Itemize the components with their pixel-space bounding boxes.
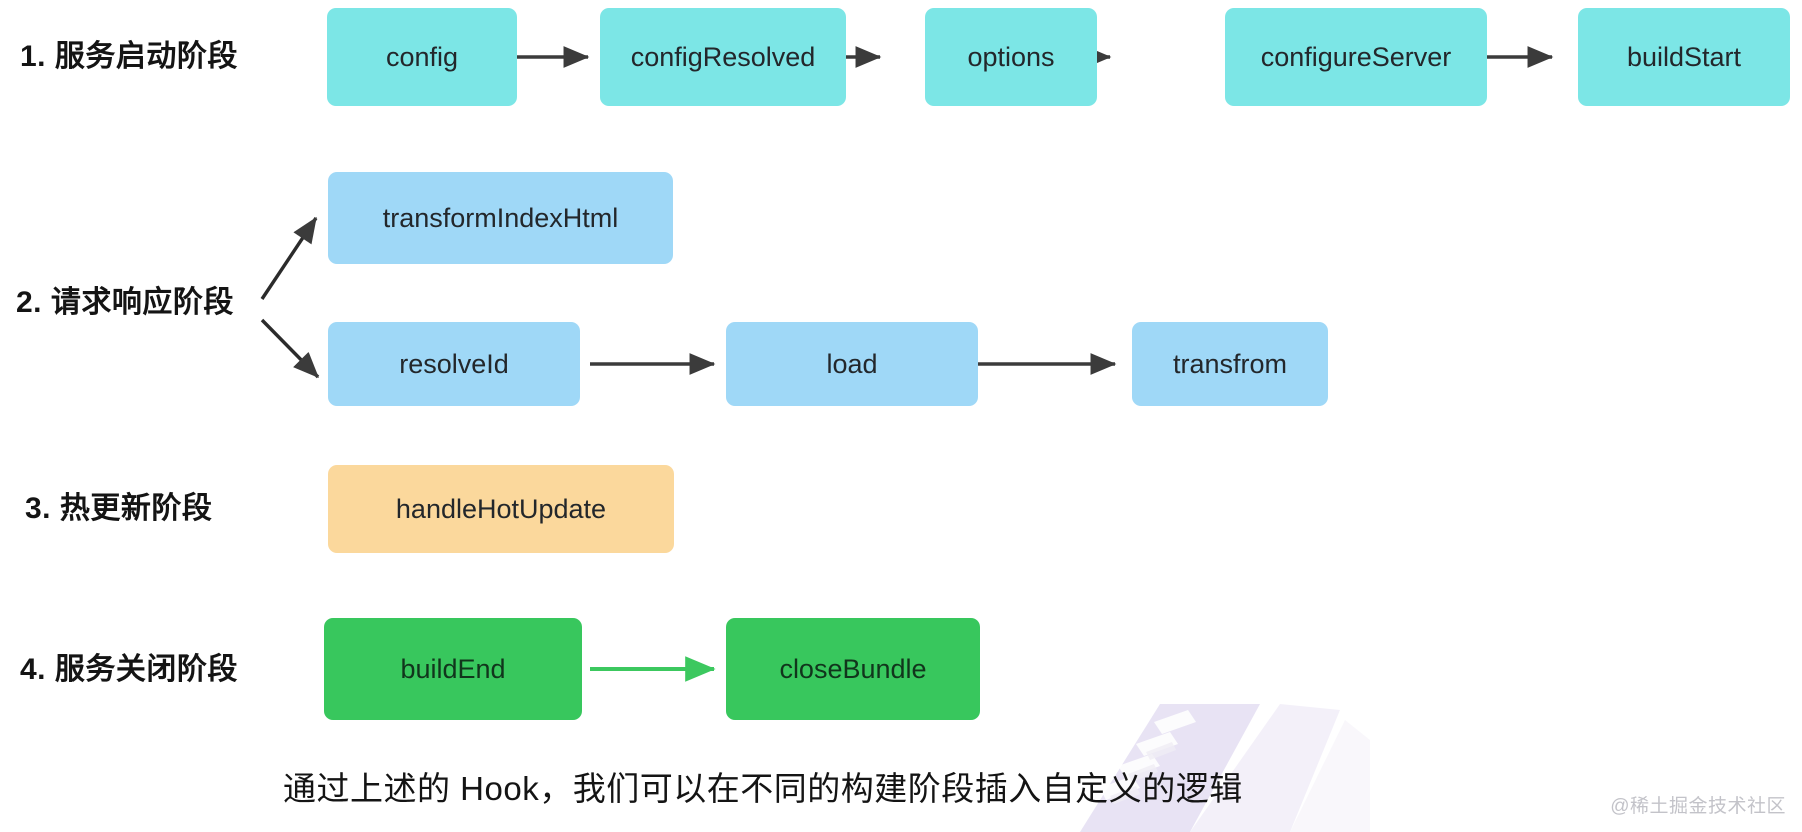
hook-box-configureserver[interactable]: configureServer [1225, 8, 1487, 106]
background-watermark-graphic [1040, 700, 1370, 832]
arrow-branch-to-resolveid [260, 318, 320, 379]
hook-box-transfrom[interactable]: transfrom [1132, 322, 1328, 406]
diagram-caption: 通过上述的 Hook，我们可以在不同的构建阶段插入自定义的逻辑 [283, 770, 1243, 807]
stage-label-3: 3. 热更新阶段 [25, 492, 213, 525]
stage-label-4: 4. 服务关闭阶段 [20, 653, 238, 686]
hook-box-closebundle[interactable]: closeBundle [726, 618, 980, 720]
hook-box-load[interactable]: load [726, 322, 978, 406]
hook-box-buildstart[interactable]: buildStart [1578, 8, 1790, 106]
arrow-branch-to-transformindexhtml [260, 216, 318, 300]
hook-box-resolveid[interactable]: resolveId [328, 322, 580, 406]
hook-box-handlehotupdate[interactable]: handleHotUpdate [328, 465, 674, 553]
hook-box-configresolved[interactable]: configResolved [600, 8, 846, 106]
hook-box-options[interactable]: options [925, 8, 1097, 106]
hook-box-buildend[interactable]: buildEnd [324, 618, 582, 720]
stage-label-2: 2. 请求响应阶段 [16, 286, 234, 319]
site-watermark: @稀土掘金技术社区 [1610, 796, 1786, 817]
hook-box-config[interactable]: config [327, 8, 517, 106]
stage-label-1: 1. 服务启动阶段 [20, 40, 238, 73]
hook-box-transformindexhtml[interactable]: transformIndexHtml [328, 172, 673, 264]
